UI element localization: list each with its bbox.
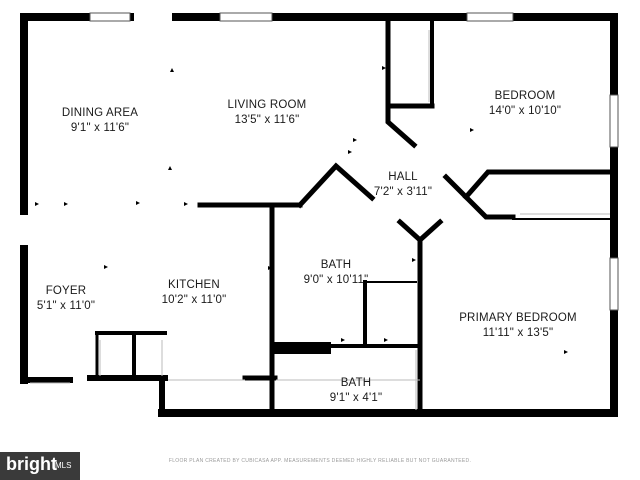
room-name: PRIMARY BEDROOM [459,312,577,324]
room-living-room: LIVING ROOM 13'5" x 11'6" [217,98,317,128]
wall-hall-upper [385,107,418,149]
vanity-block [273,342,331,354]
room-dims: 13'5" x 11'6" [234,114,300,126]
room-dims: 9'1" x 11'6" [70,122,130,134]
wall-hall-lower [396,218,444,244]
marks [35,66,568,354]
room-dims: 14'0" x 10'10" [488,105,562,117]
room-name: BEDROOM [494,90,556,102]
logo-word: bright [6,454,57,474]
room-name: HALL [388,171,418,183]
floor-plan-disclaimer: FLOOR PLAN CREATED BY CUBICASA APP. MEAS… [168,458,472,464]
room-dining-area: DINING AREA 9'1" x 11'6" [55,106,145,136]
window-living [219,12,273,22]
room-dims: 9'0" x 10'11" [303,274,369,286]
logo-suffix: MLS [55,461,72,470]
window-primary-right [609,257,619,311]
room-dims: 10'2" x 11'0" [161,294,227,306]
room-hall: HALL 7'2" x 3'11" [358,170,448,200]
bright-mls-logo: bright MLS [0,452,80,480]
room-name: BATH [340,377,372,389]
room-bedroom: BEDROOM 14'0" x 10'10" [470,89,580,119]
room-name: BATH [320,259,352,271]
door-gap-top [134,13,172,21]
wall-hall-right-upper [462,169,617,201]
window-bedroom-top [466,12,514,22]
wall-hall-right [442,173,516,220]
room-bath-1: BATH 9'0" x 10'11" [290,258,382,288]
room-dims: 9'1" x 4'1" [329,392,383,404]
closet-openings [30,30,610,410]
room-dims: 5'1" x 11'0" [36,300,96,312]
room-name: KITCHEN [168,279,220,291]
room-dims: 11'11" x 13'5" [482,327,554,339]
room-dims: 7'2" x 3'11" [373,186,433,198]
room-name: LIVING ROOM [227,99,307,111]
wall-hall-left [296,162,376,209]
room-bath-2: BATH 9'1" x 4'1" [318,376,394,406]
window-bedroom-right [609,94,619,148]
room-kitchen: KITCHEN 10'2" x 11'0" [148,278,240,308]
room-primary-bedroom: PRIMARY BEDROOM 11'11" x 13'5" [453,311,583,341]
windows [89,12,619,311]
walls [20,13,618,417]
room-name: DINING AREA [61,107,139,119]
door-gap-left [20,215,28,245]
window-dining [89,12,131,22]
room-foyer: FOYER 5'1" x 11'0" [26,284,106,314]
room-name: FOYER [45,285,87,297]
